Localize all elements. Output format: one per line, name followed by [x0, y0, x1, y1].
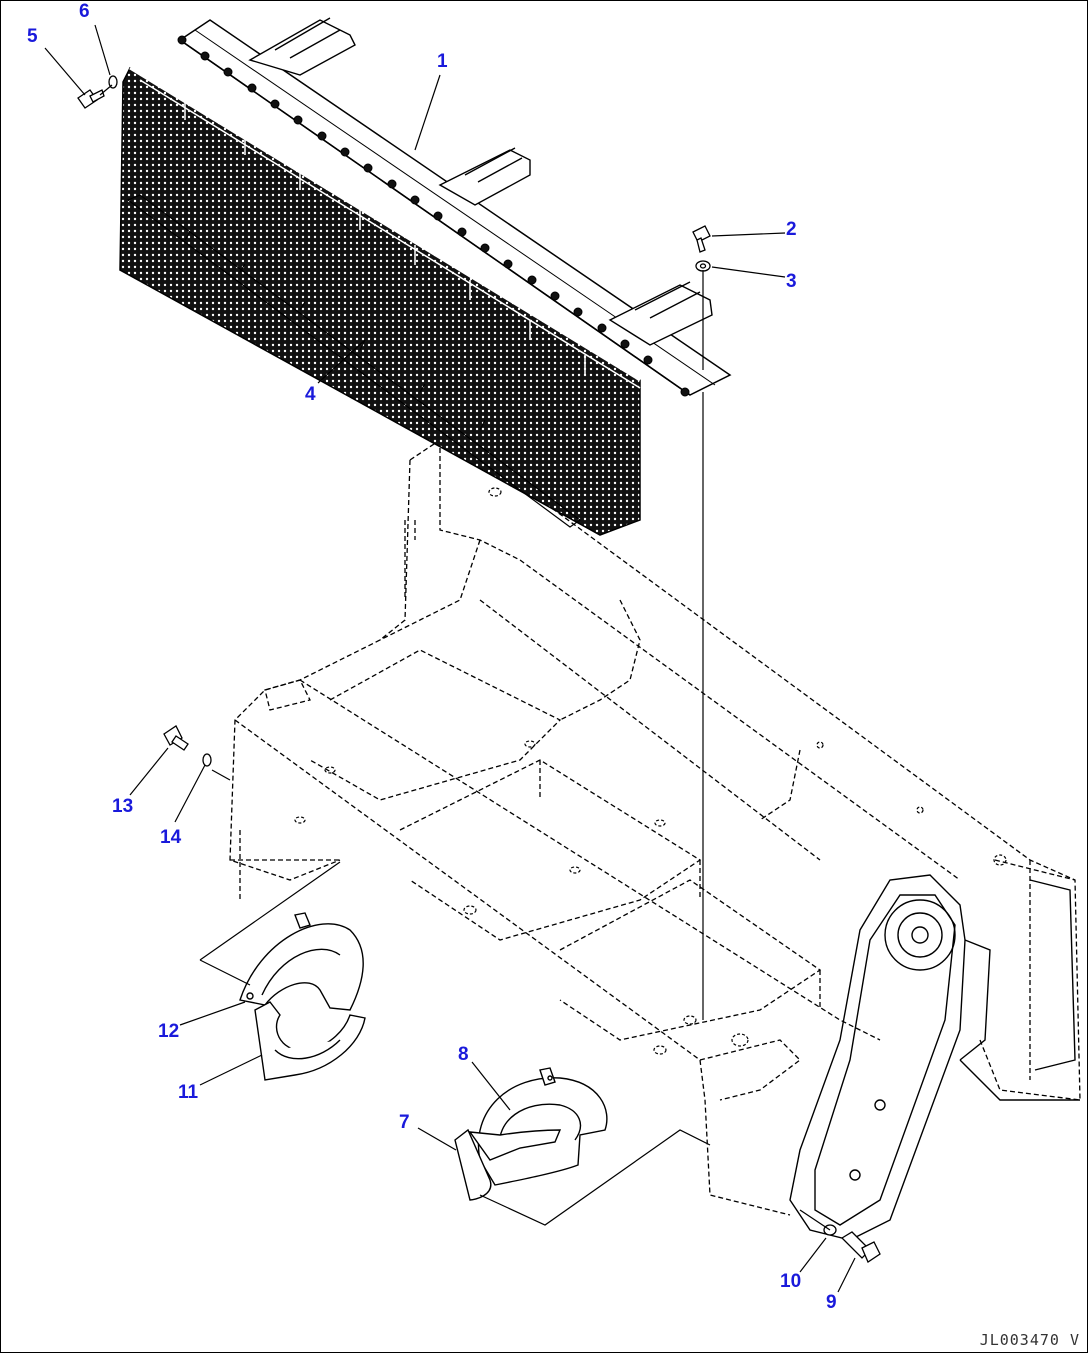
plate-8 [477, 1067, 608, 1186]
callout-12: 12 [158, 1021, 180, 1042]
washer-3 [695, 260, 711, 272]
plate-12-leader-lines [199, 861, 341, 986]
callout-13: 13 [112, 796, 134, 817]
washer-6 [108, 75, 118, 89]
callout-4: 4 [305, 384, 316, 405]
drawing-code: JL003470 V [979, 1331, 1080, 1349]
callout-2: 2 [786, 219, 797, 240]
bolt-2 [692, 225, 711, 253]
callout-1: 1 [437, 51, 448, 72]
plate-7 [454, 1128, 562, 1201]
cross-bar-bolts [177, 35, 690, 397]
callout-14: 14 [160, 827, 182, 848]
callout-11: 11 [178, 1082, 199, 1103]
washer-14 [202, 753, 212, 767]
center-lines [99, 84, 831, 1231]
bolt-9 [840, 1231, 881, 1263]
callout-3: 3 [786, 271, 797, 292]
callout-leaders [44, 24, 856, 1293]
frame-bolt-holes [294, 487, 1007, 1055]
callout-8: 8 [458, 1044, 469, 1065]
callout-6: 6 [79, 1, 90, 22]
bolt-13 [163, 725, 189, 751]
callout-7: 7 [399, 1112, 410, 1133]
final-drive-housing [789, 874, 1080, 1241]
callout-10: 10 [780, 1271, 802, 1292]
bolt-5 [77, 89, 105, 109]
plate-11 [254, 1001, 366, 1081]
machine-frame [229, 439, 1081, 1216]
mesh-screen [119, 66, 641, 536]
plate-8-leader-lines [479, 1129, 711, 1226]
callout-9: 9 [826, 1292, 837, 1313]
screen-hatch-lines [126, 194, 582, 528]
callout-5: 5 [27, 26, 38, 47]
plate-12 [239, 912, 364, 1011]
mounting-brackets [248, 17, 713, 346]
